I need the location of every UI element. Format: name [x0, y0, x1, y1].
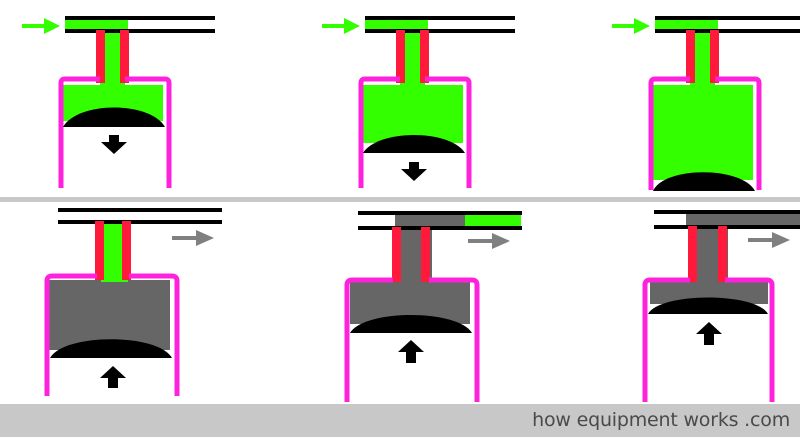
piston	[50, 339, 172, 358]
piston	[648, 297, 768, 314]
valve-stem-right	[710, 30, 719, 83]
arrow-up-icon	[100, 366, 126, 388]
valve-stem-right	[718, 226, 727, 282]
arrow-right-icon	[322, 18, 360, 34]
exhaust-gas-fill	[350, 214, 470, 324]
exhaust-stage-3	[642, 210, 800, 402]
intake-gas-fill	[653, 18, 753, 180]
exhaust-stage-2	[344, 211, 522, 402]
intake-gas-fill	[63, 18, 163, 121]
arrow-right-icon	[612, 18, 650, 34]
exhaust-gas-fill	[49, 280, 170, 350]
cylinder-wall	[358, 76, 472, 188]
valve-stem-left	[95, 221, 104, 280]
cylinder-wall	[58, 76, 172, 188]
valve-stem-right	[420, 30, 429, 83]
arrow-right-icon	[748, 232, 790, 248]
valve-stem-left	[688, 226, 697, 282]
valve-stem-left	[396, 30, 405, 83]
piston	[63, 107, 165, 127]
arrow-down-icon	[101, 135, 127, 154]
port-gas-fill	[465, 214, 521, 226]
valve-stem-right	[120, 30, 129, 83]
arrow-right-icon	[22, 18, 60, 34]
arrow-right-icon	[468, 233, 510, 249]
cylinder-wall	[344, 277, 480, 402]
piston	[350, 315, 472, 333]
arrow-up-icon	[696, 322, 722, 345]
arrow-up-icon	[398, 340, 424, 363]
valve-stem-left	[686, 30, 695, 83]
intake-stage-1	[22, 16, 215, 188]
intake-gas-fill	[363, 18, 463, 143]
arrow-right-icon	[172, 230, 214, 246]
site-credit: how equipment works .com	[0, 404, 800, 437]
valve-stem-left	[96, 30, 105, 83]
piston	[363, 135, 465, 153]
valve-stem-right	[421, 227, 430, 282]
intake-stage-3	[612, 16, 800, 191]
cylinder-wall	[44, 273, 180, 396]
cylinder-wall	[648, 76, 762, 190]
valve-stem-right	[122, 221, 131, 280]
arrow-down-icon	[401, 162, 427, 181]
valve-stem-left	[392, 227, 401, 282]
intake-stage-2	[322, 16, 515, 188]
cylinder-wall	[642, 277, 775, 402]
exhaust-stage-1	[44, 208, 222, 396]
row-divider	[0, 197, 800, 202]
piston	[653, 172, 755, 191]
